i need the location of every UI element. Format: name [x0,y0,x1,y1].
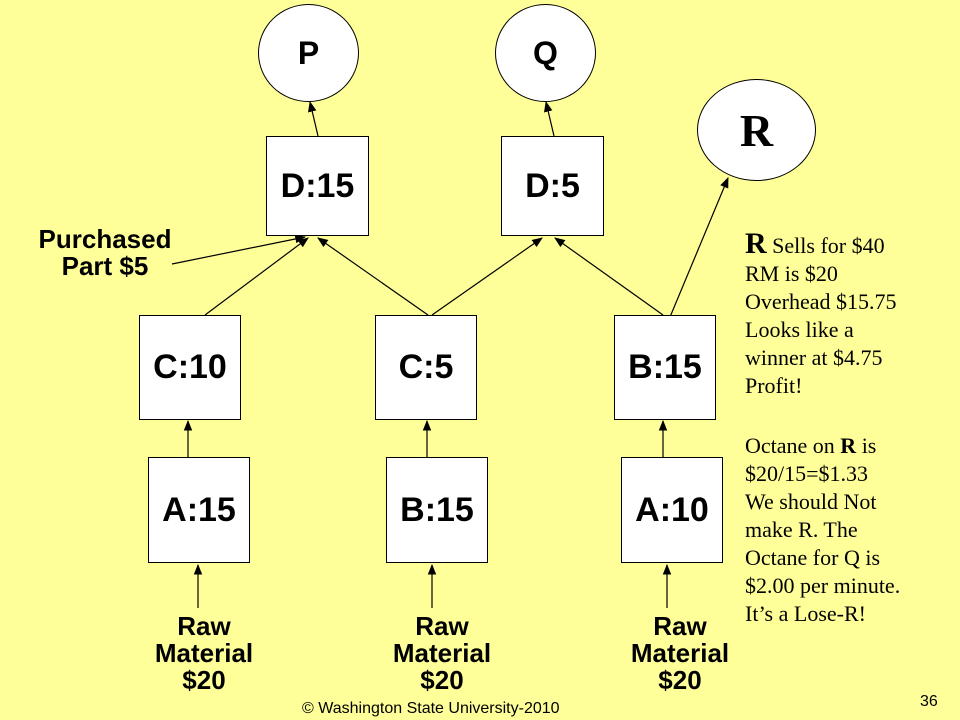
notes-r-line3: Overhead $15.75 [745,289,897,314]
node-d-left: D:15 [266,136,369,236]
notes-r-line5: winner at $4.75 [745,345,883,370]
raw-material-line2: Material [154,638,254,668]
raw-material-line3: $20 [182,665,226,695]
purchased-part-label: Purchased Part $5 [24,226,186,280]
notes-octane: Octane on R is $20/15=$1.33 We should No… [745,432,955,628]
notes-r-line6: Profit! [745,373,803,398]
notes-octane-line1-pre: Octane on [745,433,841,458]
raw-material-mid: Raw Material $20 [377,613,507,694]
page-number: 36 [920,693,938,710]
node-b-right: B:15 [614,315,716,420]
notes-octane-line2: $20/15=$1.33 [745,461,869,486]
notes-r-letter: R [745,227,767,260]
arrow-c-mid-to-d-right [431,237,543,316]
raw-material-line1: Raw [415,611,469,641]
raw-material-line3: $20 [658,665,702,695]
notes-octane-line1-post: is [856,433,877,458]
notes-r-line2: RM is $20 [745,261,838,286]
arrow-purchased-to-d-left [171,234,307,265]
raw-material-line1: Raw [653,611,707,641]
node-d-right: D:5 [501,136,604,236]
notes-octane-line5: Octane for Q is [745,545,881,570]
raw-material-line3: $20 [420,665,464,695]
raw-material-line1: Raw [177,611,231,641]
notes-r-line1: R Sells for $40 [745,227,950,260]
notes-octane-line4: make R. The [745,517,858,542]
notes-r-line4: Looks like a [745,317,854,342]
node-r: R [697,79,816,181]
node-c-left: C:10 [139,315,241,420]
notes-octane-line3: We should Not [745,489,877,514]
node-a-right: A:10 [621,457,723,563]
arrow-b-right-to-d-right [554,237,664,316]
notes-r-profit: R Sells for $40 RM is $20 Overhead $15.7… [745,227,950,400]
node-b-mid: B:15 [386,457,488,563]
arrow-c-left-to-d-left [204,237,309,316]
arrow-c-mid-to-d-left [317,237,429,316]
notes-octane-line6: $2.00 per minute. [745,573,901,598]
arrow-d-left-to-p [308,100,319,137]
raw-material-right: Raw Material $20 [615,613,745,694]
arrow-d-right-to-q [544,100,555,137]
raw-material-line2: Material [392,638,492,668]
notes-r-line1-text: Sells for $40 [766,233,885,258]
node-c-mid: C:5 [375,315,477,420]
notes-octane-line1: Octane on R is [745,432,955,460]
node-q: Q [495,4,596,102]
notes-octane-r: R [840,433,857,458]
purchased-part-line1: Purchased [38,224,172,254]
raw-material-left: Raw Material $20 [139,613,269,694]
notes-octane-line7: It’s a Lose-R! [745,601,866,626]
raw-material-line2: Material [630,638,730,668]
arrow-b-right-to-r [669,177,729,318]
purchased-part-line2: Part $5 [61,251,149,281]
copyright-footer: © Washington State University-2010 [302,700,560,717]
node-a-left: A:15 [148,457,250,563]
node-p: P [258,4,359,102]
